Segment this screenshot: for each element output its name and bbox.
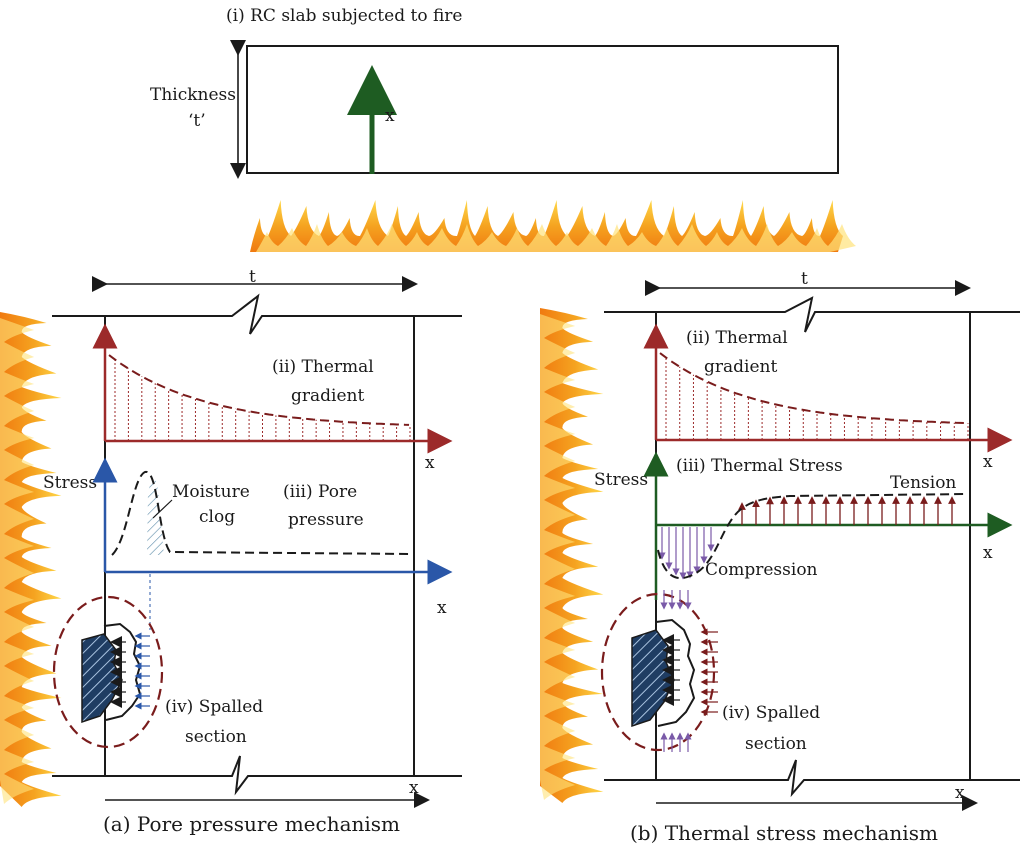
panel-a-spall-arrows bbox=[110, 632, 150, 710]
panel-b-t-label: t bbox=[801, 269, 808, 289]
thermal-stress-title: (iii) Thermal Stress bbox=[676, 456, 843, 476]
pore-pressure-title: (iii) Pore bbox=[283, 482, 357, 502]
fire-flames-left-b bbox=[540, 308, 604, 803]
panel-a-spalled-title-2: section bbox=[185, 727, 247, 747]
panel-b-bottom-x-label: x bbox=[955, 783, 965, 803]
moisture-clog-pointer bbox=[152, 499, 173, 519]
fire-flames-bottom bbox=[250, 200, 856, 252]
moisture-clog-label-2: clog bbox=[199, 507, 235, 527]
flame-core bbox=[256, 224, 856, 252]
panel-b-spalled-title-2: section bbox=[745, 734, 807, 754]
panel-b-thermal-title: (ii) Thermal bbox=[686, 328, 788, 348]
panel-b-top-edge bbox=[604, 296, 1020, 333]
slab-rectangle bbox=[246, 45, 839, 174]
panel-a-t-label: t bbox=[249, 267, 256, 287]
panel-a-spalled-title: (iv) Spalled bbox=[165, 697, 263, 717]
compression-arrows bbox=[658, 527, 715, 580]
panel-b-spalled-concrete bbox=[631, 629, 675, 728]
panel-a-thermal-title: (ii) Thermal bbox=[272, 357, 374, 377]
top-title: (i) RC slab subjected to fire bbox=[226, 6, 462, 26]
tension-arrows bbox=[738, 496, 956, 525]
panel-a-spalled-ellipse bbox=[52, 595, 164, 749]
panel-a-bottom-x-label: x bbox=[409, 778, 419, 798]
pore-pressure-title-2: pressure bbox=[288, 510, 364, 530]
flame-column-core bbox=[0, 318, 35, 804]
panel-b-spall-arrows bbox=[662, 628, 718, 716]
panel-b-bottom-edge bbox=[604, 759, 1020, 798]
panel-a-stress-label: Stress bbox=[43, 473, 97, 493]
panel-a-thermal-x-label: x bbox=[425, 453, 435, 473]
compression-label: Compression bbox=[705, 560, 818, 580]
thickness-label: Thickness bbox=[150, 85, 236, 105]
panel-b-compression-arrows-vertical bbox=[660, 590, 692, 752]
panel-b-spalled-title: (iv) Spalled bbox=[722, 703, 820, 723]
panel-b-thermal-curve bbox=[659, 352, 969, 425]
panel-b-thermal-x-label: x bbox=[983, 452, 993, 472]
tension-label: Tension bbox=[890, 473, 956, 493]
flame-column-core bbox=[540, 314, 576, 800]
moisture-clog-label: Moisture bbox=[172, 482, 250, 502]
slab-x-label: x bbox=[385, 106, 395, 126]
panel-a-bottom-edge bbox=[52, 755, 462, 796]
panel-b-thermal-title-2: gradient bbox=[704, 357, 777, 377]
fire-flames-left-a bbox=[0, 312, 62, 807]
panel-b-spall-outline bbox=[655, 618, 696, 727]
panel-a-pore-curve bbox=[111, 471, 411, 556]
panel-a-caption: (a) Pore pressure mechanism bbox=[103, 812, 400, 836]
panel-a-pore-x-label: x bbox=[437, 598, 447, 618]
thickness-symbol: ‘t’ bbox=[188, 111, 206, 131]
panel-b-thermal-hatching bbox=[665, 357, 969, 440]
thermal-stress-curve bbox=[657, 493, 969, 580]
panel-a-top-edge bbox=[52, 293, 462, 335]
panel-a-thermal-title-2: gradient bbox=[291, 386, 364, 406]
panel-a-spalled-concrete bbox=[81, 633, 123, 724]
panel-b-caption: (b) Thermal stress mechanism bbox=[630, 821, 938, 845]
panel-b-stress-label: Stress bbox=[594, 470, 648, 490]
moisture-clog-hatch bbox=[147, 479, 164, 555]
panel-a-thermal-curve bbox=[108, 354, 410, 426]
panel-a-thermal-hatching bbox=[114, 359, 411, 441]
panel-b-stress-x-label: x bbox=[983, 543, 993, 563]
